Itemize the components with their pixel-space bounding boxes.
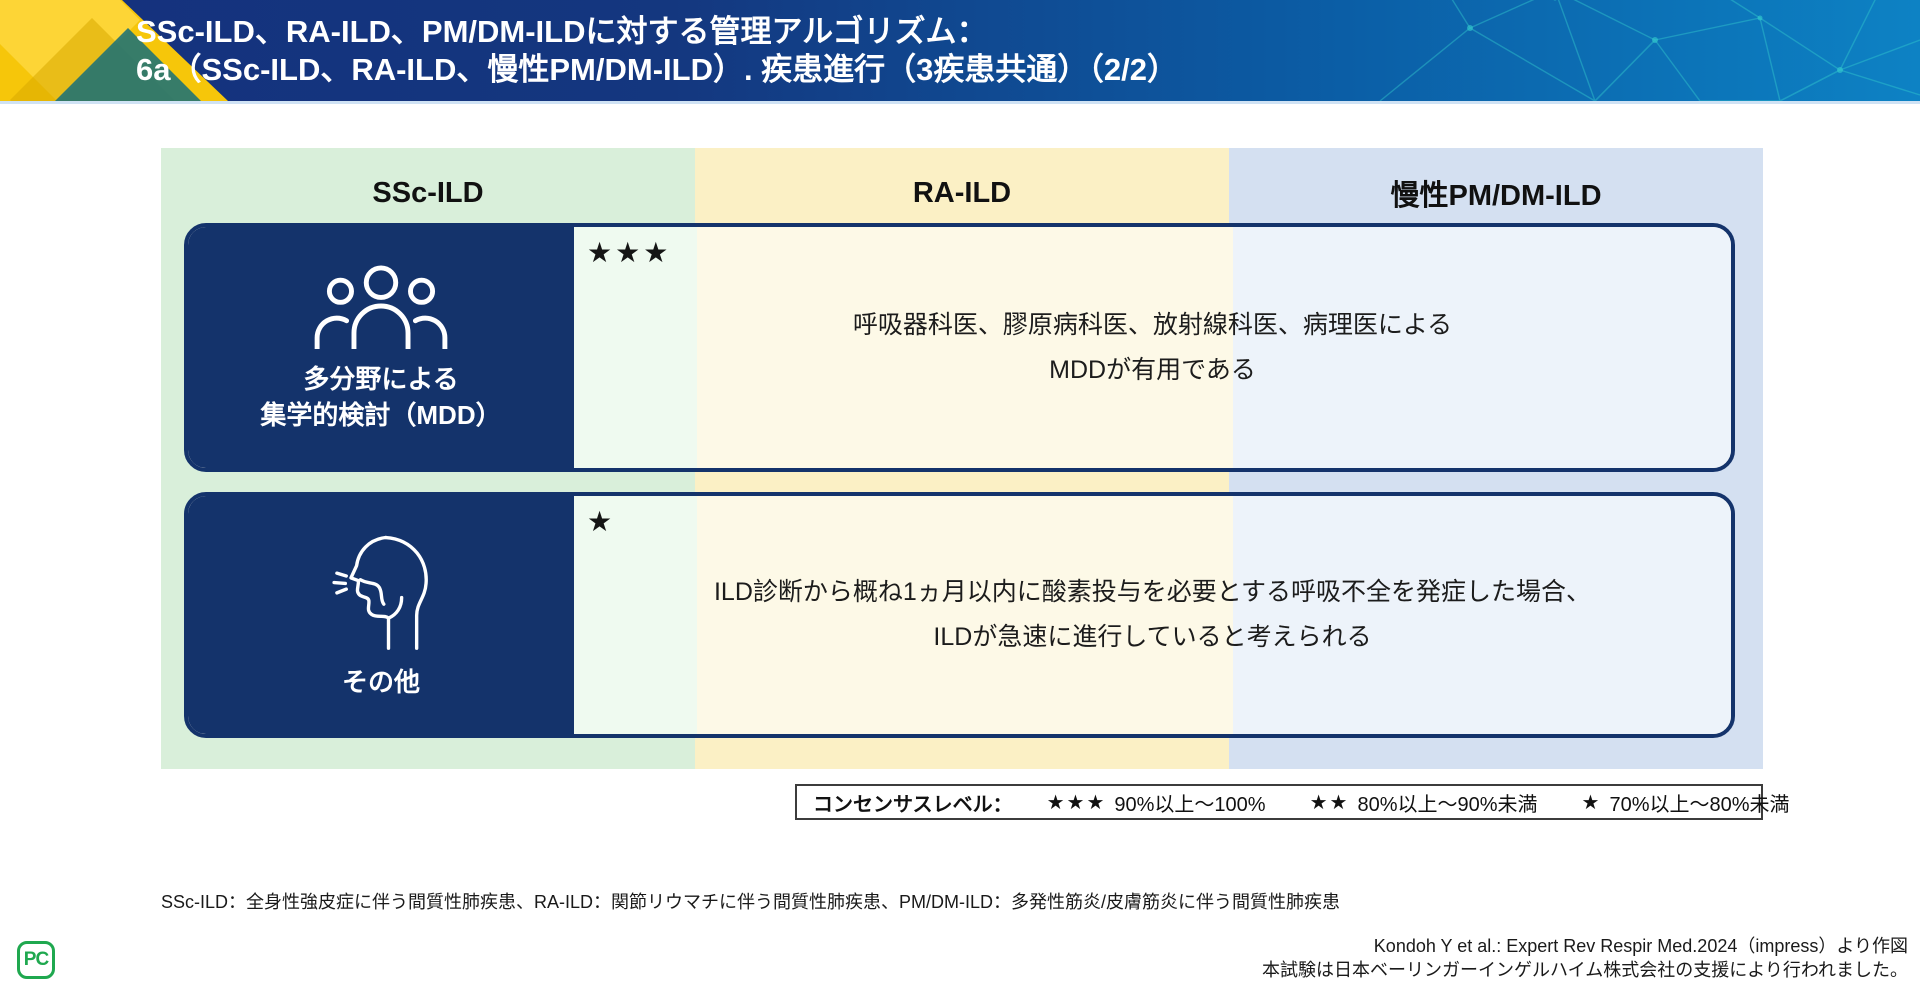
header-bar: SSc-ILD、RA-ILD、PM/DM-ILDに対する管理アルゴリズム： 6a… <box>0 0 1920 104</box>
algorithm-table: SSc-ILD RA-ILD 慢性PM/DM-ILD <box>161 148 1763 769</box>
legend-item-3stars: ★★★ 90%以上～100% <box>1047 788 1266 817</box>
citation-block: Kondoh Y et al.: Expert Rev Respir Med.2… <box>1262 934 1908 982</box>
legend-range: 80%以上～90%未満 <box>1357 793 1538 816</box>
column-header-ssc-ild: SSc-ILD <box>372 176 484 209</box>
table-row-other: その他 ★ ILD診断から概ね1ヵ月以内に酸素投与を必要とする呼吸不全を発症した… <box>184 492 1735 738</box>
citation-line2: 本試験は日本ベーリンガーインゲルハイム株式会社の支援により行われました。 <box>1261 960 1908 980</box>
legend-item-2stars: ★★ 80%以上～90%未満 <box>1310 788 1538 817</box>
column-header-pmdm-ild: 慢性PM/DM-ILD <box>1390 180 1602 212</box>
table-row-mdd: 多分野による 集学的検討（MDD） ★★★ 呼吸器科医、膠原病科医、放射線科医、… <box>184 223 1735 472</box>
slide-title: SSc-ILD、RA-ILD、PM/DM-ILDに対する管理アルゴリズム： 6a… <box>136 13 1178 89</box>
three-stars-icon: ★★★ <box>1046 791 1107 814</box>
category-label-line2: 集学的検討（MDD） <box>260 399 502 430</box>
category-panel-mdd: 多分野による 集学的検討（MDD） <box>188 227 574 468</box>
one-star-icon: ★ <box>1581 791 1602 814</box>
row-statement: ILD診断から概ね1ヵ月以内に酸素投与を必要とする呼吸不全を発症した場合、 IL… <box>574 496 1731 734</box>
row-statement-line2: ILDが急速に進行していると考えられる <box>933 623 1372 651</box>
row-statement: 呼吸器科医、膠原病科医、放射線科医、病理医による MDDが有用である <box>574 227 1731 468</box>
abbreviation-footnote: SSc-ILD：全身性強皮症に伴う間質性肺疾患、RA-ILD：関節リウマチに伴う… <box>161 892 1341 912</box>
legend-label: コンセンサスレベル： <box>813 793 1013 816</box>
legend-item-1star: ★ 70%以上～80%未満 <box>1582 788 1790 817</box>
row-tint-cream <box>697 496 1233 734</box>
network-pattern-graphic <box>1379 0 1920 101</box>
legend-range: 70%以上～80%未満 <box>1609 793 1790 816</box>
row-statement-line1: 呼吸器科医、膠原病科医、放射線科医、病理医による <box>852 310 1453 339</box>
slide-title-line2: 6a（SSc-ILD、RA-ILD、慢性PM/DM-ILD）. 疾患進行（3疾患… <box>136 52 1179 87</box>
row-statement-line2: MDDが有用である <box>1049 355 1256 384</box>
category-panel-other: その他 <box>188 496 574 734</box>
column-header-ra-ild: RA-ILD <box>912 176 1012 209</box>
row-statement-line1: ILD診断から概ね1ヵ月以内に酸素投与を必要とする呼吸不全を発症した場合、 <box>713 578 1592 606</box>
consensus-stars: ★★★ <box>587 237 672 268</box>
slide-title-line1: SSc-ILD、RA-ILD、PM/DM-ILDに対する管理アルゴリズム： <box>136 14 988 49</box>
consensus-legend: コンセンサスレベル： ★★★ 90%以上～100% ★★ 80%以上～90%未満… <box>795 784 1790 820</box>
row-tint-green <box>574 227 697 468</box>
two-stars-icon: ★★ <box>1309 791 1350 814</box>
row-tint-cream <box>697 227 1233 468</box>
corner-ribbon-graphic <box>0 0 228 101</box>
pc-logo: PC <box>17 941 55 979</box>
row-tint-green <box>574 496 697 734</box>
row-tint-blue <box>1233 496 1731 734</box>
consensus-stars: ★ <box>587 506 616 537</box>
row-tint-blue <box>1233 227 1731 468</box>
team-icon <box>314 264 448 349</box>
category-label-line1: その他 <box>341 667 420 697</box>
legend-range: 90%以上～100% <box>1114 793 1266 816</box>
cough-icon <box>332 535 428 650</box>
citation-line1: Kondoh Y et al.: Expert Rev Respir Med.2… <box>1373 936 1908 956</box>
pc-logo-text: PC <box>23 949 49 970</box>
category-label-line1: 多分野による <box>303 363 459 394</box>
